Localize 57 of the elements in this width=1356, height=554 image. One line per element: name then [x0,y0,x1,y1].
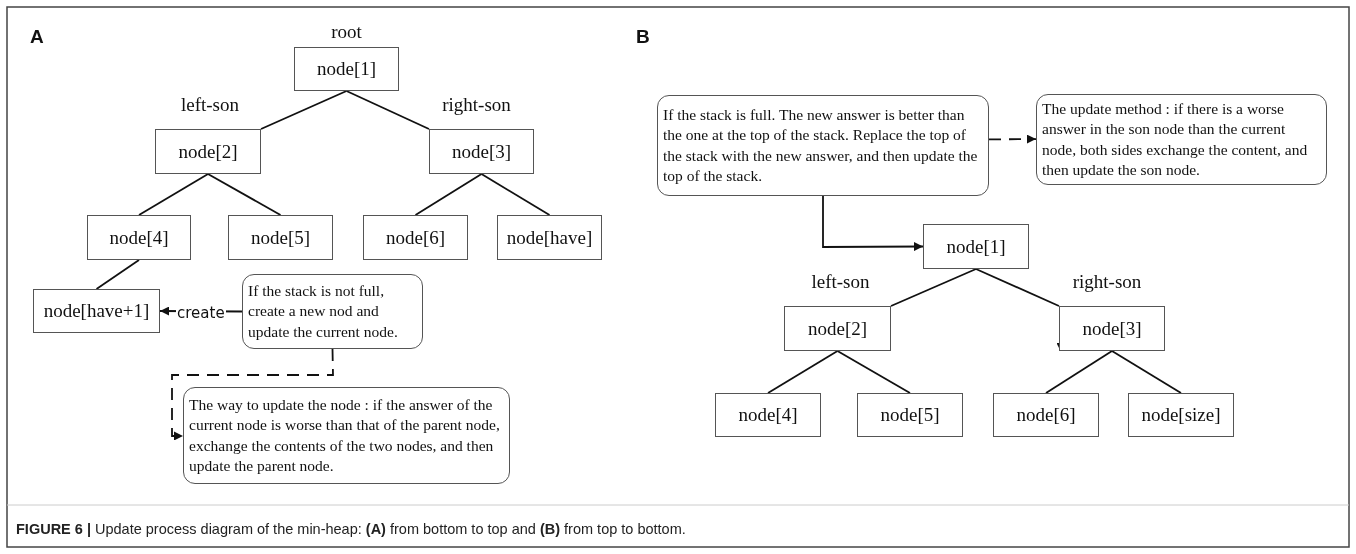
connector-line [260,90,348,130]
node-label: node[5] [880,404,940,426]
figure-caption: FIGURE 6 | Update process diagram of the min-heap: (A) from bottom to top and (B) from top to bottom. [16,521,686,537]
branch-label: right-son [1072,271,1142,293]
node-label: node[size] [1141,404,1221,426]
tree-node-box [33,289,160,333]
node-label: node[2] [807,317,868,340]
branch-label: right-son [442,94,511,116]
connector-line [1111,350,1182,394]
connector-line [207,173,282,216]
node-label: node[3] [451,140,512,163]
node-label: node[2] [178,140,238,163]
tree-node-box [857,393,963,437]
node-label: node[3] [1082,317,1142,340]
arrow [988,134,1037,144]
connector-line [1045,350,1113,394]
node-label: node[6] [385,226,446,249]
arrow [171,348,334,441]
connector-line [345,90,430,130]
branch-label: left-son [181,94,239,116]
note-text: If the stack is not full, create a new nod and update the current node. [248,281,399,342]
connector-line [890,268,977,307]
note-box [183,387,510,484]
node-label: node[4] [109,226,169,249]
branch-label: left-son [811,271,870,293]
connector-line [138,173,209,216]
node-label: node[4] [738,404,798,426]
node-label: node[1] [316,58,377,80]
node-label: node[5] [250,226,311,249]
node-label: node[have+1] [43,300,150,322]
tree-node-box [1128,393,1234,437]
note-box [1036,94,1327,185]
note-box [657,95,989,196]
panel-letter: B [636,26,650,48]
note-text: The way to update the node : if the answer of the current node is worse than that of the parent node, exchange the contents of the two nodes, and then update the parent node. [189,395,501,476]
connector-line [975,268,1060,307]
tree-node-box [87,215,191,260]
node-label: node[have] [506,226,593,249]
tree-node-box [993,393,1099,437]
connector-line [480,173,551,216]
node-label: node[6] [1016,404,1076,426]
node-label: node[1] [946,235,1006,258]
connector-line [836,350,911,394]
branch-label: root [331,21,362,43]
tree-node-box [363,215,468,260]
panel-letter: A [30,26,44,48]
connector-line [767,350,839,394]
note-box [242,274,423,349]
tree-node-box [228,215,333,260]
connector-line [95,259,140,290]
connector-line [414,173,483,216]
note-text: If the stack is full. The new answer is better than the one at the top of the stack. Replace the top of the stack with the new answer, and then update the top of the stack. [663,105,979,186]
tree-node-box [715,393,821,437]
note-text: The update method : if there is a worse answer in the son node than the current node, both sides exchange the content, and then update the son node. [1042,99,1309,180]
tree-node-box [923,224,1029,269]
tree-node-box [497,215,602,260]
arrow [822,195,924,252]
